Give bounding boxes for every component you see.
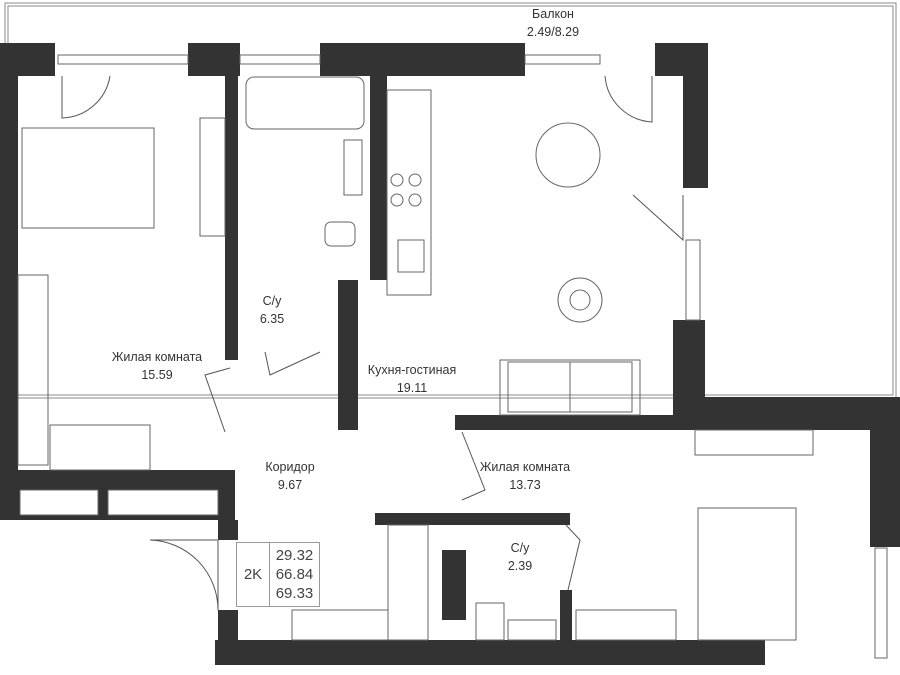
- room-name-bathroom1: С/у: [262, 294, 282, 308]
- apartment-type: 2K: [237, 543, 270, 606]
- total-area: 66.84: [275, 566, 314, 583]
- wardrobe-1: [17, 274, 49, 466]
- room-area-bedroom1: 15.59: [141, 368, 173, 382]
- apartment-summary: 2K 29.32 66.84 69.33: [236, 542, 320, 607]
- room-area-bathroom1: 6.35: [259, 312, 285, 326]
- desk: [49, 424, 151, 471]
- room-name-kitchen: Кухня-гостиная: [367, 363, 457, 377]
- toilet-1: [324, 221, 356, 247]
- bed-1: [21, 127, 155, 229]
- bathtub: [245, 76, 365, 130]
- kitchen-counter: [386, 89, 432, 296]
- furniture: [17, 76, 814, 641]
- total-area-with-balcony: 69.33: [275, 585, 314, 602]
- room-name-bedroom2: Жилая комната: [479, 460, 571, 474]
- room-area-corridor: 9.67: [277, 478, 303, 492]
- rug: [557, 277, 603, 323]
- room-name-balcony: Балкон: [532, 7, 574, 21]
- wardrobe-2: [387, 524, 429, 641]
- room-area-kitchen: 19.11: [396, 381, 428, 395]
- tv-stand: [694, 429, 814, 456]
- toilet: [475, 602, 505, 641]
- living-area: 29.32: [275, 547, 314, 564]
- bed-2: [697, 507, 797, 641]
- sink-1: [343, 139, 363, 196]
- room-name-corridor: Коридор: [265, 460, 315, 474]
- room-area-balcony: 2.49/8.29: [526, 25, 580, 39]
- room-area-bedroom2: 13.73: [509, 478, 541, 492]
- sink-2: [507, 619, 557, 641]
- wardrobe-tv: [199, 117, 226, 237]
- doors: [61, 75, 684, 611]
- dining-table: [535, 122, 601, 188]
- room-name-bathroom2: С/у: [510, 541, 530, 555]
- room-area-bathroom2: 2.39: [507, 559, 533, 573]
- windows: [19, 54, 888, 659]
- room-name-bedroom1: Жилая комната: [111, 350, 203, 364]
- sofa: [499, 359, 641, 416]
